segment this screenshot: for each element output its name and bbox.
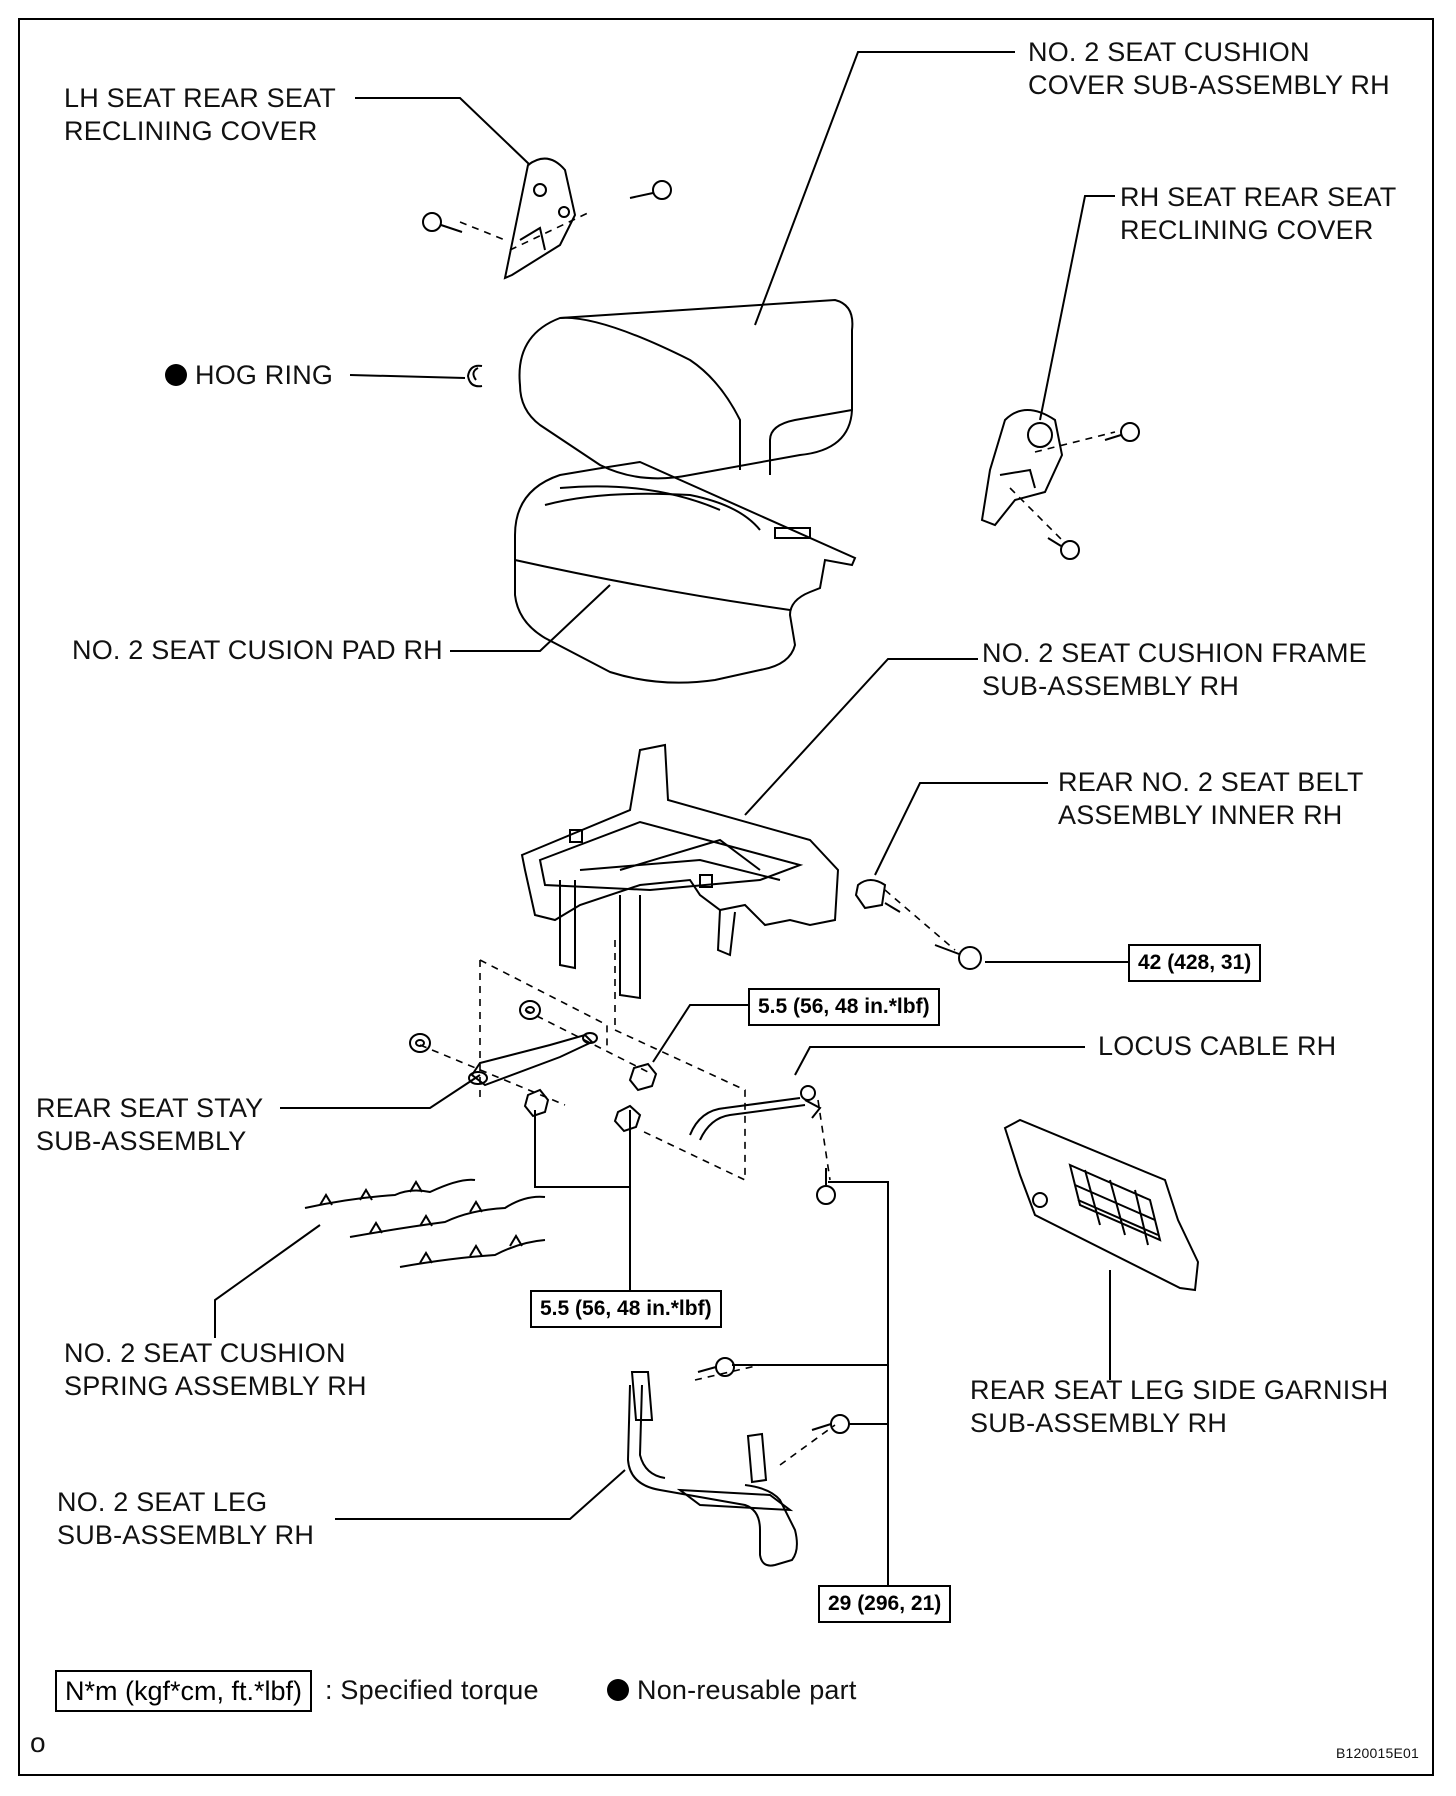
rh-reclining-cover-part [982, 410, 1062, 525]
leader-lh-cover [355, 98, 530, 165]
label-stay-line2: SUB-ASSEMBLY [36, 1126, 247, 1156]
label-lh-cover: LH SEAT REAR SEAT RECLINING COVER [64, 82, 336, 148]
label-frame-line1: NO. 2 SEAT CUSHION FRAME [982, 638, 1367, 668]
leader-belt [875, 783, 1048, 875]
leg-bolts [698, 1358, 849, 1433]
seat-belt-part [856, 880, 900, 912]
label-garnish: REAR SEAT LEG SIDE GARNISH SUB-ASSEMBLY … [970, 1374, 1388, 1440]
leader-cushion-cover [755, 52, 1015, 325]
cushion-pad-part [515, 462, 855, 683]
label-belt-line1: REAR NO. 2 SEAT BELT [1058, 767, 1364, 797]
label-belt-line2: ASSEMBLY INNER RH [1058, 800, 1343, 830]
locus-screw [817, 1168, 835, 1204]
label-leg-line2: SUB-ASSEMBLY RH [57, 1520, 315, 1550]
corner-mark: o [30, 1727, 46, 1758]
legend-non-reusable: Non-reusable part [607, 1674, 857, 1707]
label-frame-line2: SUB-ASSEMBLY RH [982, 671, 1240, 701]
label-stay: REAR SEAT STAY SUB-ASSEMBLY [36, 1092, 263, 1158]
label-lh-cover-line2: RECLINING COVER [64, 116, 318, 146]
label-spring: NO. 2 SEAT CUSHION SPRING ASSEMBLY RH [64, 1337, 367, 1403]
legend-non-reusable-text: Non-reusable part [637, 1675, 857, 1705]
seat-leg-part [628, 1372, 797, 1566]
label-locus-cable: LOCUS CABLE RH [1098, 1031, 1337, 1061]
figure-code: B120015E01 [1336, 1745, 1419, 1761]
leader-pad [450, 585, 610, 651]
label-hog-ring: HOG RING [165, 359, 333, 392]
label-garnish-line2: SUB-ASSEMBLY RH [970, 1408, 1228, 1438]
label-belt: REAR NO. 2 SEAT BELT ASSEMBLY INNER RH [1058, 766, 1364, 832]
locus-cable-part [690, 1086, 820, 1140]
label-spring-line2: SPRING ASSEMBLY RH [64, 1371, 367, 1401]
label-stay-line1: REAR SEAT STAY [36, 1093, 264, 1123]
label-pad: NO. 2 SEAT CUSION PAD RH [72, 635, 443, 665]
label-cushion-cover-line1: NO. 2 SEAT CUSHION [1028, 37, 1310, 67]
lh-cover-screws [423, 181, 671, 232]
lh-reclining-cover-part [505, 159, 575, 278]
non-reusable-dot-icon [165, 364, 187, 386]
cushion-spring-part [305, 1180, 545, 1267]
leader-stay-lower [535, 1110, 630, 1187]
cushion-cover-part [473, 300, 852, 478]
rh-cover-screws [1048, 423, 1139, 559]
torque-leg-bolts: 29 (296, 21) [818, 1585, 952, 1623]
label-cushion-cover: NO. 2 SEAT CUSHION COVER SUB-ASSEMBLY RH [1028, 36, 1390, 102]
label-garnish-line1: REAR SEAT LEG SIDE GARNISH [970, 1375, 1389, 1405]
leader-leg [335, 1470, 625, 1519]
hog-ring-part [468, 366, 482, 387]
leader-frame [745, 659, 978, 815]
leader-rh-cover [1040, 196, 1115, 420]
torque-stay-upper: 5.5 (56, 48 in.*lbf) [748, 988, 940, 1026]
label-rh-cover-line1: RH SEAT REAR SEAT [1120, 182, 1397, 212]
label-rh-cover: RH SEAT REAR SEAT RECLINING COVER [1120, 181, 1396, 247]
label-rh-cover-line2: RECLINING COVER [1120, 215, 1374, 245]
label-leg-line1: NO. 2 SEAT LEG [57, 1487, 268, 1517]
diagram-frame [18, 18, 1434, 1776]
legend-torque-unit: N*m (kgf*cm, ft.*lbf) [55, 1670, 313, 1712]
garnish-part [1005, 1120, 1198, 1290]
torque-belt-bolt: 42 (428, 31) [1128, 944, 1262, 982]
label-frame: NO. 2 SEAT CUSHION FRAME SUB-ASSEMBLY RH [982, 637, 1367, 703]
stay-nuts-and-washers [410, 1001, 656, 1131]
leader-leg-bolts [828, 1182, 888, 1592]
leader-spring [215, 1225, 320, 1338]
label-lh-cover-line1: LH SEAT REAR SEAT [64, 83, 336, 113]
label-cushion-cover-line2: COVER SUB-ASSEMBLY RH [1028, 70, 1390, 100]
cushion-frame-part [522, 745, 838, 998]
torque-stay-lower: 5.5 (56, 48 in.*lbf) [530, 1290, 722, 1328]
belt-bolt [935, 945, 981, 969]
label-spring-line1: NO. 2 SEAT CUSHION [64, 1338, 346, 1368]
leader-stay-upper [653, 1005, 757, 1062]
leader-locus [795, 1047, 1085, 1075]
label-hog-ring-text: HOG RING [195, 360, 334, 390]
leader-hog-ring [350, 375, 465, 378]
label-leg: NO. 2 SEAT LEG SUB-ASSEMBLY RH [57, 1486, 314, 1552]
leader-stay [280, 1075, 480, 1108]
legend-torque-desc: : Specified torque [325, 1675, 539, 1705]
rear-seat-stay-part [469, 1033, 597, 1085]
legend-dot-icon [607, 1679, 629, 1701]
